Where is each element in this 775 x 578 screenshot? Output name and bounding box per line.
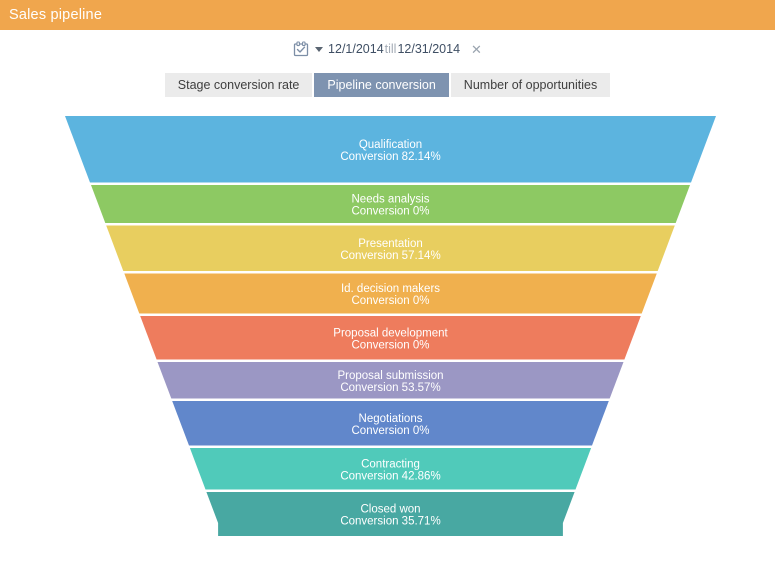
chevron-down-icon[interactable] <box>315 46 324 52</box>
tab-stage-conversion-rate[interactable]: Stage conversion rate <box>164 73 313 97</box>
tab-number-of-opportunities[interactable]: Number of opportunities <box>450 73 611 97</box>
funnel-segment-negotiations[interactable] <box>172 401 609 446</box>
date-range-connector: till <box>384 42 397 56</box>
page-title: Sales pipeline <box>9 7 103 23</box>
date-range: 12/1/2014 till 12/31/2014 <box>328 42 460 56</box>
funnel-segment-presentation[interactable] <box>106 225 675 272</box>
funnel-segment-id-decision-makers[interactable] <box>124 273 657 314</box>
calendar-check-icon[interactable] <box>293 41 309 57</box>
funnel-segment-needs-analysis[interactable] <box>91 185 690 223</box>
funnel-segment-closed-won[interactable] <box>206 492 575 536</box>
funnel-segment-proposal-development[interactable] <box>140 316 641 360</box>
page-header: Sales pipeline <box>0 0 775 30</box>
date-filter: 12/1/2014 till 12/31/2014 ✕ <box>0 38 775 60</box>
funnel-segment-contracting[interactable] <box>189 448 592 490</box>
close-icon[interactable]: ✕ <box>471 41 482 57</box>
funnel-segment-proposal-submission[interactable] <box>157 362 624 399</box>
start-date-link[interactable]: 12/1/2014 <box>328 42 384 56</box>
funnel-segment-qualification[interactable] <box>65 116 716 183</box>
end-date-link[interactable]: 12/31/2014 <box>397 42 461 56</box>
date-filter-button[interactable] <box>293 41 324 57</box>
tab-pipeline-conversion[interactable]: Pipeline conversion <box>314 73 449 97</box>
